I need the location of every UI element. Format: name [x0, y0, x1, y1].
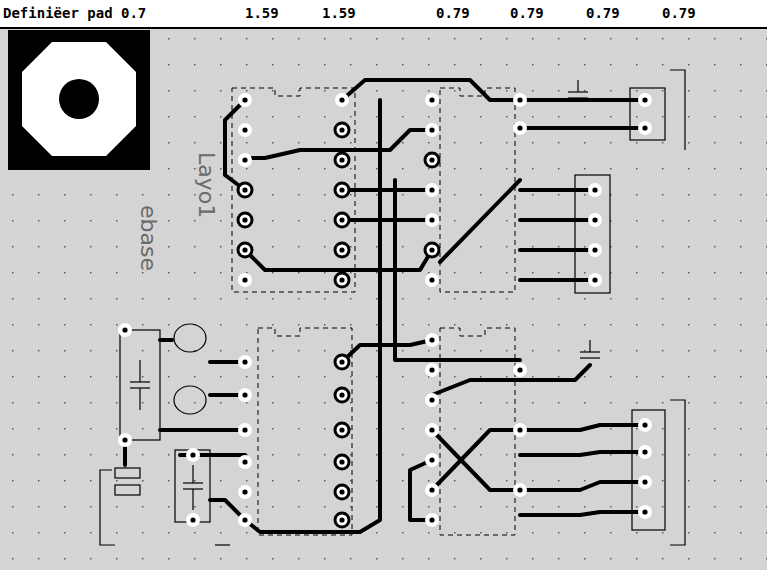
pad-size-value: 1.59 — [245, 5, 279, 21]
pad-size-value: 0.79 — [510, 5, 544, 21]
tool-prompt: Definiëer pad 0.7 — [3, 5, 146, 21]
pad-size-value: 0.79 — [586, 5, 620, 21]
layer-text: ebase — [136, 205, 160, 271]
pad-size-value: 0.79 — [436, 5, 470, 21]
pad-size-value: 0.79 — [662, 5, 696, 21]
pad-size-value: 1.59 — [322, 5, 356, 21]
layer-text: Layo1 — [194, 152, 218, 218]
